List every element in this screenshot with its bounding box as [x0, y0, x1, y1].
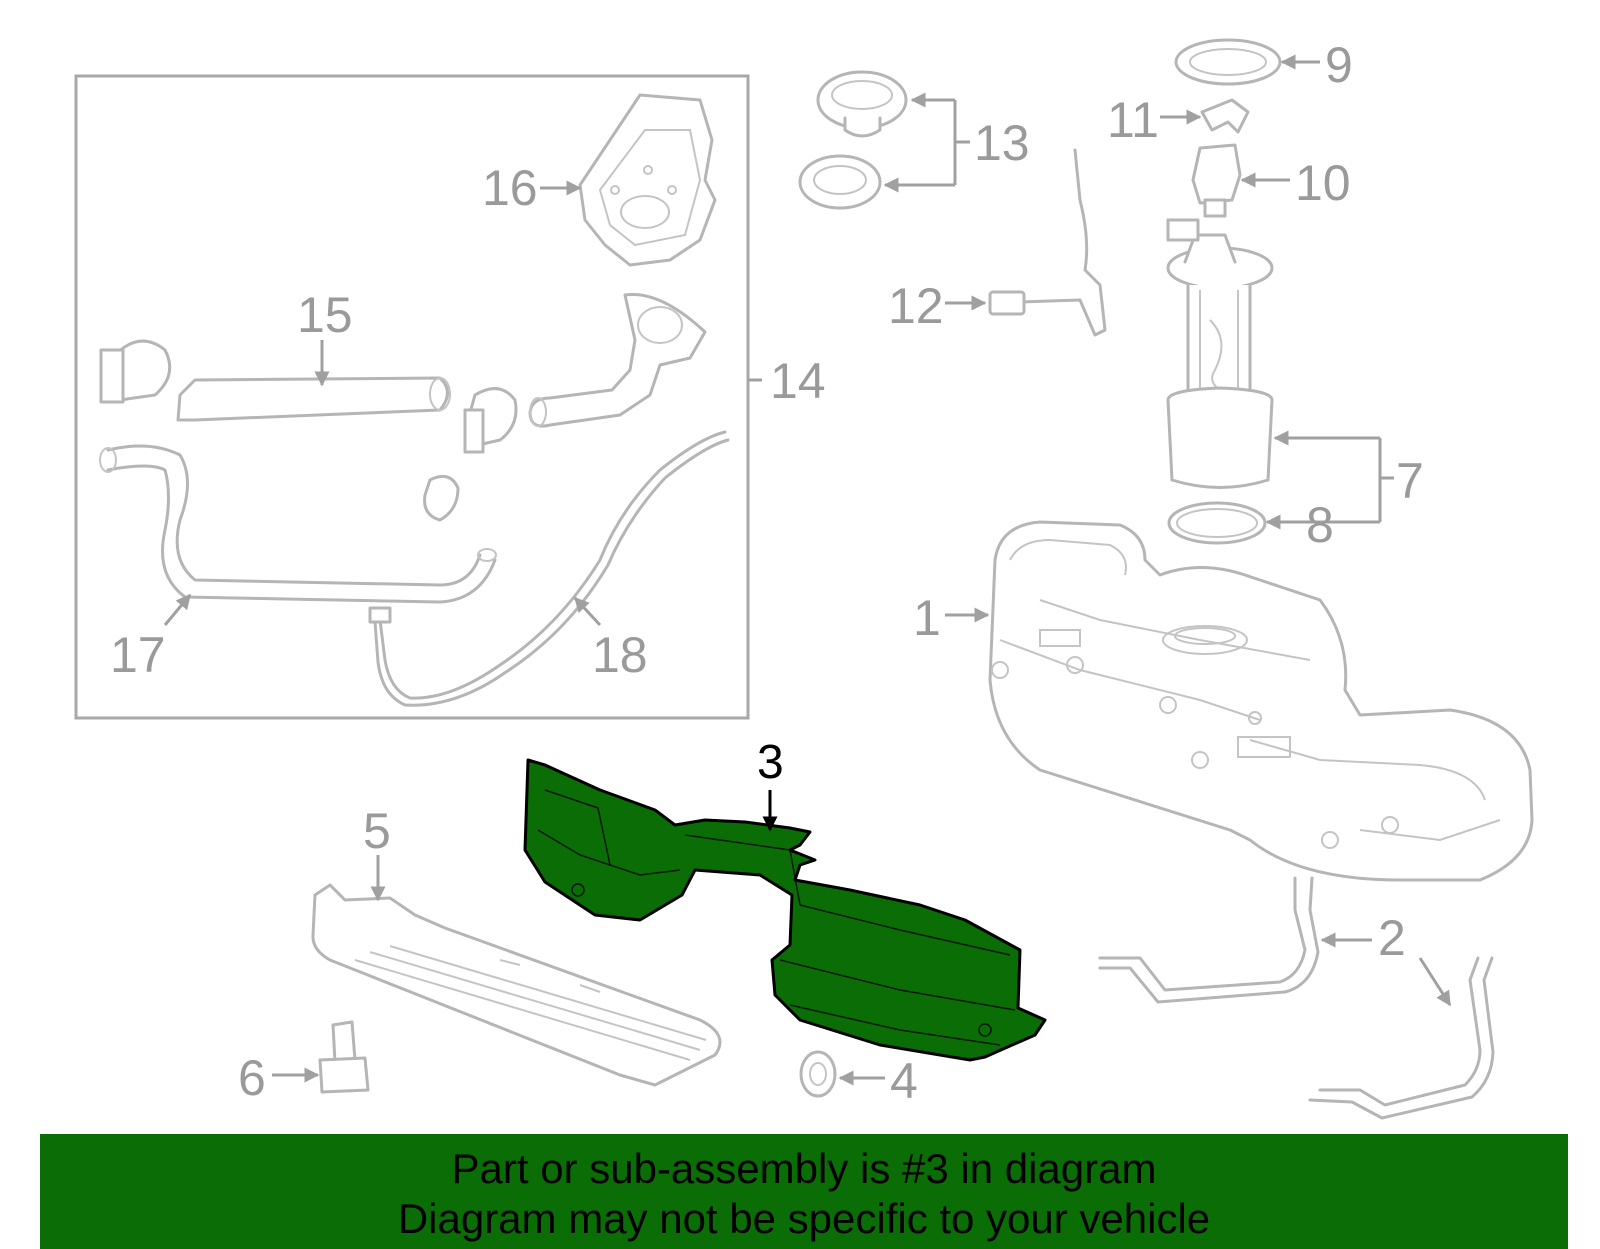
banner-line-2: Diagram may not be specific to your vehi…	[397, 1195, 1211, 1242]
part-15-filler-hose[interactable]	[99, 339, 518, 454]
part-13-fuel-cap[interactable]	[798, 70, 908, 210]
part-17-vent-hose[interactable]	[99, 444, 497, 604]
callout-8: 8	[1306, 497, 1334, 553]
callout-16: 16	[482, 160, 538, 216]
info-banner: Part or sub-assembly is #3 in diagram Di…	[40, 1134, 1568, 1249]
callout-18: 18	[592, 627, 648, 683]
callout-9: 9	[1325, 37, 1353, 93]
part-2-tank-straps[interactable]	[1098, 876, 1495, 1120]
callout-15: 15	[297, 287, 353, 343]
callout-11: 11	[1107, 92, 1159, 148]
callout-17: 17	[110, 627, 166, 683]
part-8-o-ring[interactable]	[1167, 501, 1267, 545]
callout-14: 14	[770, 353, 826, 409]
part-16-fuel-door-housing[interactable]	[578, 93, 717, 267]
part-3-shield-highlighted[interactable]	[523, 758, 1047, 1062]
callout-6: 6	[238, 1050, 266, 1106]
callout-2: 2	[1378, 910, 1406, 966]
part-4-grommet[interactable]	[799, 1050, 837, 1098]
callout-1: 1	[913, 590, 941, 646]
part-1-fuel-tank[interactable]	[988, 520, 1534, 882]
callout-7: 7	[1396, 453, 1424, 509]
callout-10: 10	[1295, 155, 1351, 211]
callout-13: 13	[974, 115, 1030, 171]
part-11-clip[interactable]	[1200, 98, 1250, 134]
callout-12: 12	[888, 278, 944, 334]
grommet-small[interactable]	[423, 474, 460, 522]
part-7-fuel-pump-module[interactable]	[1166, 218, 1274, 489]
part-18-wire-harness[interactable]	[368, 430, 730, 707]
filler-neck[interactable]	[528, 292, 707, 428]
part-12-sensor[interactable]	[988, 148, 1107, 337]
banner-line-1: Part or sub-assembly is #3 in diagram	[451, 1145, 1157, 1192]
callout-3: 3	[757, 736, 784, 789]
kit-box-14	[74, 74, 750, 720]
callout-4: 4	[890, 1053, 918, 1109]
part-10-connector[interactable]	[1191, 143, 1242, 218]
part-5-skid-plate[interactable]	[311, 883, 722, 1087]
callout-5: 5	[363, 803, 391, 859]
part-6-bolt[interactable]	[318, 1020, 370, 1094]
part-9-lock-ring[interactable]	[1174, 38, 1282, 86]
